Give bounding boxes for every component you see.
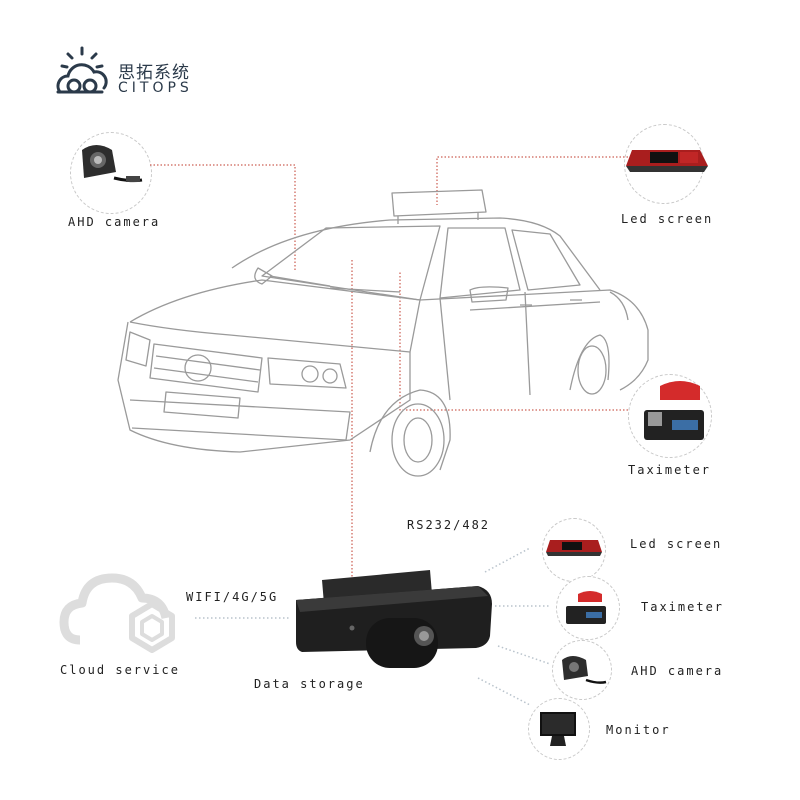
label-monitor: Monitor [606,723,671,737]
monitor-image [540,712,576,746]
connector-led-top [436,156,628,205]
label-taximeter-top: Taximeter [628,463,712,477]
label-cloud-service: Cloud service [60,663,180,677]
label-led-screen-top: Led screen [621,212,714,226]
taxi-outline [117,189,649,477]
label-data-storage: Data storage [254,677,365,691]
taximeter-side-image [566,591,606,624]
label-ahd-camera-top: AHD camera [68,215,161,229]
cloud-icon [59,573,175,653]
ahd-camera-side-image [562,656,607,684]
red-connectors [150,156,628,578]
label-taximeter-side: Taximeter [641,600,725,614]
connector-ahd-side [497,645,551,665]
label-led-screen-side: Led screen [630,537,723,551]
logo-english-name: CITOPS [118,80,193,96]
connector-monitor [477,677,531,706]
logo-chinese-name: 思拓系统 [118,63,190,83]
connector-taximeter-top [399,272,628,411]
led-screen-sign-top [626,150,708,172]
taximeter-top-image [644,381,704,440]
gray-connectors [195,547,551,706]
citops-logo-icon [56,46,108,94]
ahd-camera-top-image [82,145,143,183]
connector-ahd-top [150,164,296,270]
data-storage-device [296,570,492,668]
label-ahd-camera-side: AHD camera [631,664,724,678]
label-rs232: RS232/482 [407,518,491,532]
label-wifi: WIFI/4G/5G [186,590,279,604]
connector-led-side [484,547,531,573]
led-screen-side-image [546,540,602,556]
